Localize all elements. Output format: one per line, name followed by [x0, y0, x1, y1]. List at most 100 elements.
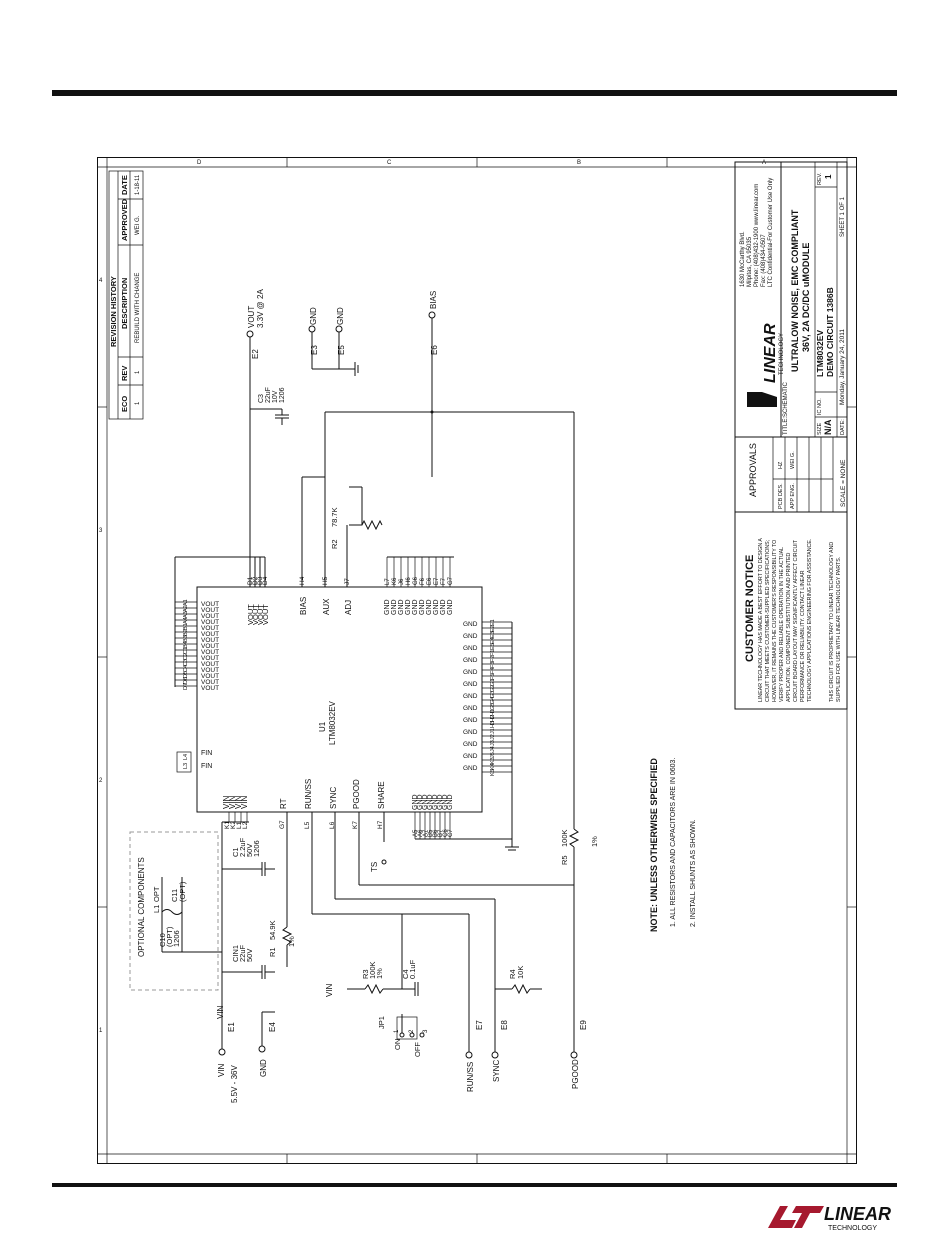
ic-bottom-pins: K1 K2 L1 L2 G7 L5 L6 K7 H7: [224, 820, 384, 829]
vin-net: VIN 5.5V - 36V E1 VIN CIN1 22uF 50V C1 2…: [216, 812, 275, 1103]
svg-text:L3: L3: [183, 763, 189, 769]
revision-history-title: REVISION HISTORY: [109, 276, 118, 347]
gnd-terminal-e3: [308, 325, 316, 333]
svg-text:VOUT: VOUT: [201, 619, 219, 626]
svg-text:J5: J5: [490, 752, 496, 758]
svg-text:SYNC: SYNC: [492, 1060, 501, 1082]
svg-text:J1: J1: [490, 728, 496, 734]
approvals-title: APPROVALS: [748, 443, 758, 497]
svg-text:H7: H7: [377, 820, 384, 829]
svg-text:F1: F1: [490, 650, 496, 656]
svg-text:GND: GND: [412, 794, 419, 810]
svg-text:C6: C6: [443, 829, 449, 837]
header-rule: [52, 90, 897, 96]
svg-text:C4: C4: [183, 665, 189, 672]
svg-text:G6: G6: [413, 576, 419, 585]
svg-text:TECHNOLOGY: TECHNOLOGY: [779, 333, 785, 375]
svg-text:G7: G7: [448, 576, 454, 585]
e3-label: E3: [310, 345, 319, 355]
svg-text:GND: GND: [463, 657, 478, 664]
svg-text:F6: F6: [420, 577, 426, 585]
svg-text:B5: B5: [428, 829, 434, 837]
svg-text:GND: GND: [391, 599, 398, 615]
r2-resistor: R2 78.7K: [330, 486, 383, 587]
svg-text:E3: E3: [490, 631, 496, 638]
svg-text:TITLE:: TITLE:: [783, 417, 789, 435]
svg-text:GND: GND: [463, 765, 478, 772]
ic-right-pins: E1 E2 E3 E4 E5 F1 F2 F3 F4 F5 G1 G2 G3 G…: [463, 619, 519, 851]
optional-components-box: OPTIONAL COMPONENTS C10 (OPT) 1206 L1 OP…: [129, 831, 222, 991]
rev-header-date: DATE: [120, 175, 129, 195]
svg-text:0.1uF: 0.1uF: [408, 959, 417, 979]
svg-text:BIAS: BIAS: [299, 597, 308, 615]
svg-text:E7: E7: [475, 1020, 484, 1030]
bias-terminal: [428, 311, 436, 319]
svg-text:GND: GND: [463, 621, 478, 628]
svg-text:SIZE: SIZE: [817, 422, 823, 435]
svg-text:DEMO CIRCUIT 1386B: DEMO CIRCUIT 1386B: [825, 287, 835, 377]
zone-mark: D: [197, 160, 202, 166]
c3-label: C3 22uF 10V 1206: [258, 387, 286, 403]
svg-text:GND: GND: [405, 599, 412, 615]
svg-text:CIRCUIT THAT MEETS CUSTOMER-SU: CIRCUIT THAT MEETS CUSTOMER-SUPPLIED SPE…: [765, 540, 771, 702]
ic-left-pins: A1 A2 A3 A4 B1 B2 B3 B4 C1 C2 C3 C4 D5 D…: [174, 556, 250, 773]
jumper-jp1[interactable]: JP1 ON OFF 1 2 3: [377, 1014, 429, 1057]
svg-text:VOUT: VOUT: [251, 604, 260, 625]
title-block: CUSTOMER NOTICE LINEAR TECHNOLOGY HAS MA…: [734, 161, 848, 710]
svg-text:VOUT: VOUT: [201, 661, 219, 668]
sync-net: SYNC E8: [334, 812, 509, 1082]
svg-text:GND: GND: [432, 794, 439, 810]
svg-text:RUN/SS: RUN/SS: [466, 1062, 475, 1092]
svg-text:VIN: VIN: [228, 795, 237, 809]
vout-label: VOUT: [247, 306, 256, 328]
svg-text:VOUT: VOUT: [201, 607, 219, 614]
svg-text:E6: E6: [427, 577, 433, 585]
svg-text:1206: 1206: [279, 387, 286, 403]
notes-title: NOTE: UNLESS OTHERWISE SPECIFIED: [649, 758, 659, 932]
svg-text:VOUT: VOUT: [201, 643, 219, 650]
svg-text:22uF: 22uF: [265, 387, 272, 403]
svg-text:J6: J6: [399, 578, 405, 585]
footer-logo: LINEAR TECHNOLOGY: [766, 1198, 901, 1234]
svg-text:E2: E2: [490, 625, 496, 632]
svg-text:F3: F3: [490, 662, 496, 668]
vin-net-label: VIN: [216, 1005, 225, 1019]
svg-text:GND: GND: [426, 599, 433, 615]
svg-text:H4: H4: [299, 576, 306, 585]
rev-header-rev: REV: [120, 366, 129, 381]
svg-text:D7: D7: [183, 683, 189, 690]
svg-text:K3: K3: [490, 757, 496, 764]
pgood-terminal: [570, 1051, 578, 1059]
svg-text:L1: L1: [152, 905, 161, 913]
r2-value: 78.7K: [330, 507, 339, 527]
svg-text:1206: 1206: [252, 840, 261, 857]
svg-text:VOUT: VOUT: [201, 649, 219, 656]
svg-text:ADJ: ADJ: [344, 600, 353, 615]
svg-text:LTC Confidential-For Customer: LTC Confidential-For Customer Use Only: [768, 178, 774, 287]
svg-text:100K: 100K: [368, 961, 377, 979]
vout-net: VOUT 3.3V @ 2A E2 C3 22uF 10V 1206: [246, 289, 289, 557]
svg-text:G7: G7: [279, 820, 286, 829]
svg-text:PERFORMANCE OR RELIABILITY. CO: PERFORMANCE OR RELIABILITY. CONTACT LINE…: [800, 570, 806, 702]
svg-text:B7: B7: [438, 829, 444, 837]
svg-text:D4: D4: [262, 576, 269, 585]
svg-text:RT: RT: [279, 798, 288, 809]
zone-mark: C: [387, 160, 392, 166]
svg-text:K2: K2: [230, 821, 237, 829]
svg-text:10V: 10V: [272, 390, 279, 403]
border-zone-marks: D C B A 4 3 2 1: [99, 160, 766, 1034]
ic-bottom-labels: VIN VIN VIN VIN RT RUN/SS SYNC PGOOD SHA…: [222, 779, 386, 809]
svg-text:SHARE: SHARE: [377, 781, 386, 809]
vout-terminal: [246, 330, 254, 338]
footer-rule: [52, 1183, 897, 1187]
svg-text:D2: D2: [252, 576, 259, 585]
border-zone-ticks: [97, 157, 857, 1164]
svg-text:APPLICATION. COMPONENT SUBSTIT: APPLICATION. COMPONENT SUBSTITUTION AND …: [786, 553, 792, 702]
svg-text:10K: 10K: [516, 966, 525, 979]
svg-text:L5: L5: [304, 821, 311, 829]
rev-cell: 1: [135, 401, 141, 405]
svg-text:E8: E8: [500, 1020, 509, 1030]
svg-text:H3: H3: [490, 721, 496, 728]
pgood-net: PGOOD E9 R4 10K R5 100K 1%: [358, 411, 599, 1089]
svg-text:SUPPLIED FOR USE WITH LINEAR T: SUPPLIED FOR USE WITH LINEAR TECHNOLOGY …: [836, 557, 842, 702]
